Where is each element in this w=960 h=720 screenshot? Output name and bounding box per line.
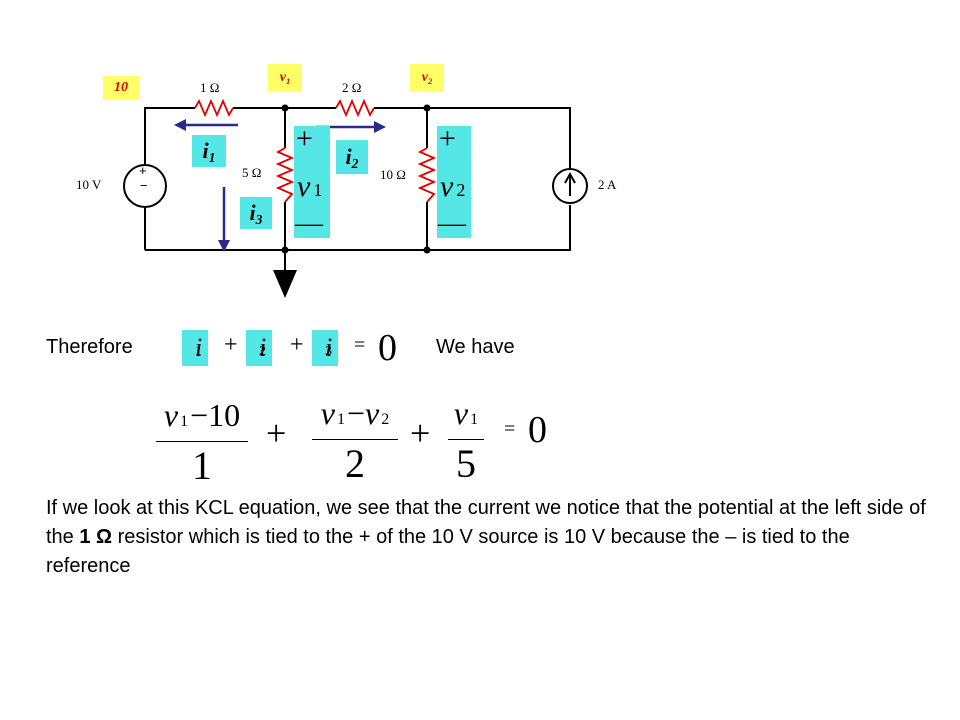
circuit-diagram — [123, 98, 588, 298]
ground-arrow-head — [273, 270, 297, 298]
label-r5: 5 Ω — [242, 165, 262, 180]
kcl-plus-1: + — [224, 332, 238, 358]
explanation-paragraph: If we look at this KCL equation, we see … — [46, 497, 926, 577]
label-vsrc: 10 V — [76, 177, 102, 192]
node-dot — [423, 246, 431, 254]
current-label-i2: i2 — [336, 140, 368, 174]
current-source-arrow — [564, 171, 576, 196]
node-tag-v2: v2 — [410, 64, 444, 92]
label-r1: 1 Ω — [200, 80, 220, 95]
voltage-source-icon — [123, 164, 167, 208]
bottom-wire — [145, 205, 571, 251]
node-dot — [423, 104, 431, 112]
resistor-5ohm — [275, 147, 295, 203]
resistor-1ohm — [194, 98, 234, 118]
kcl-plus-2: + — [290, 332, 304, 358]
eq-zero: 0 — [528, 409, 547, 451]
eq-plus-2: + — [410, 413, 431, 453]
current-label-i3: i3 — [240, 197, 272, 229]
vsrc-minus: − — [140, 178, 148, 193]
node-dot — [281, 104, 289, 112]
eq-equals: = — [504, 418, 516, 440]
label-isrc: 2 A — [598, 177, 617, 192]
we-have-text: We have — [436, 336, 515, 358]
therefore-text: Therefore — [46, 336, 133, 358]
current-label-i1: i1 — [192, 135, 226, 167]
label-r10: 10 Ω — [380, 167, 406, 182]
resistor-2ohm — [335, 98, 375, 118]
node-tag-v1: v1 — [268, 64, 302, 92]
node-tag-10: 10 — [103, 76, 139, 100]
vsrc-plus: + — [139, 163, 147, 178]
resistor-10ohm — [417, 147, 437, 203]
kcl-zero: 0 — [378, 327, 397, 369]
kcl-equals: = — [354, 334, 366, 356]
label-r2: 2 Ω — [342, 80, 362, 95]
eq-plus-1: + — [266, 413, 287, 453]
